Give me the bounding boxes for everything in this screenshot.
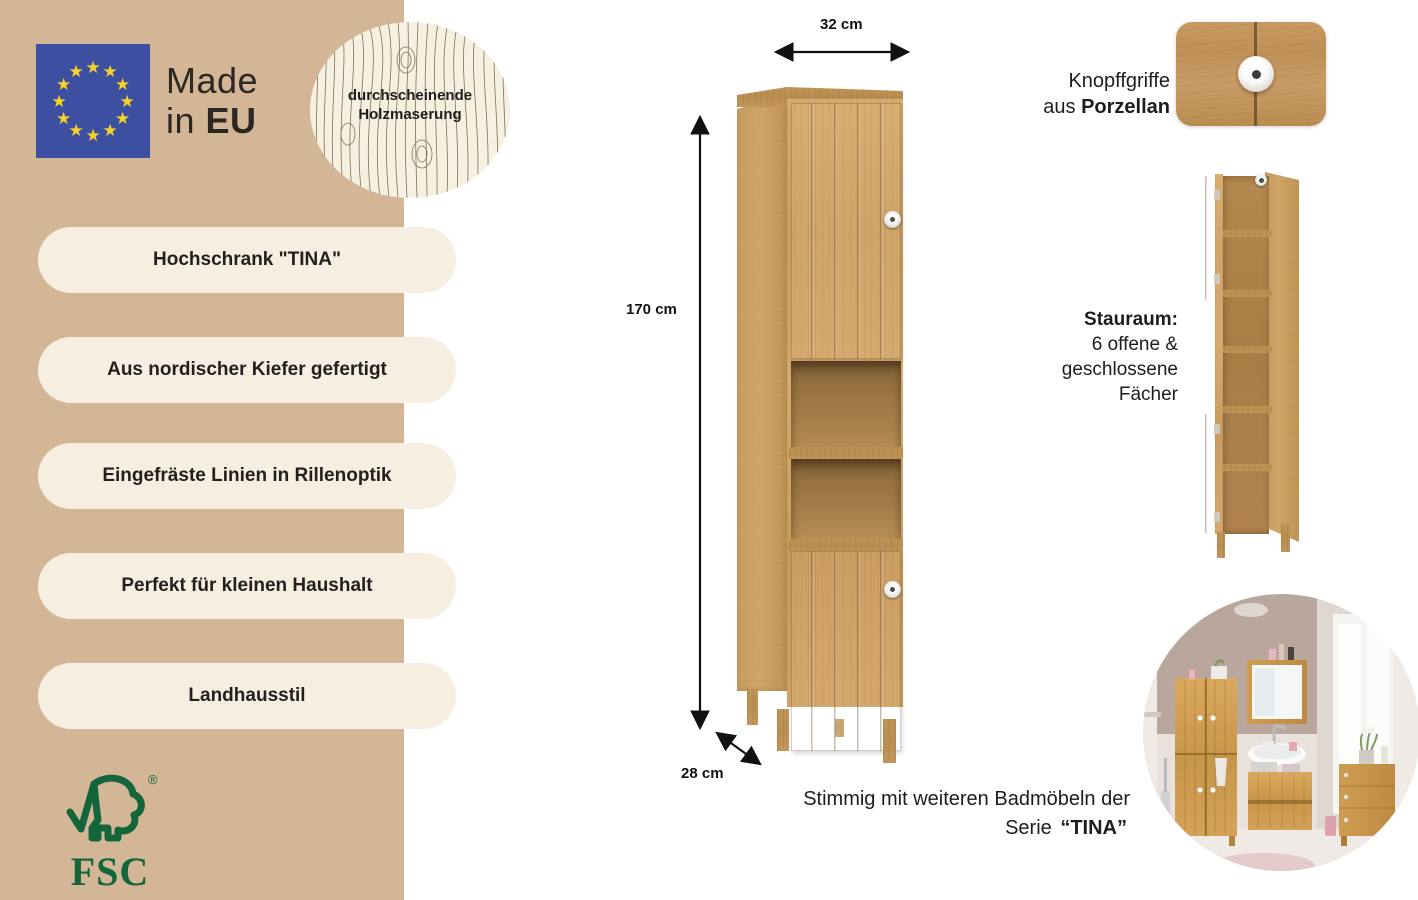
eu-star-icon: ★ [114,108,131,128]
open-cabinet-right-side [1265,172,1299,542]
made-in-eu-text: Made in EU [166,63,258,139]
cabinet-upper-door [791,103,901,359]
cabinet-lower-door [791,551,901,751]
storage-line1: 6 offene & [1091,334,1178,356]
series-caption: Stimmig mit weiteren Badmöbeln der Serie… [710,785,1130,843]
hinge-icon-2 [1214,274,1220,284]
feature-pill-kiefer: Aus nordischer Kiefer gefertigt [38,337,456,403]
eu-star-icon: ★ [102,62,118,82]
open-shelf-3 [1218,346,1272,353]
porcelain-knob-closeup-icon [1238,56,1274,92]
eu-star-icon: ★ [56,74,72,94]
dimension-height-label: 170 cm [626,301,677,318]
open-shelf-5 [1218,464,1272,471]
eu-star-icon: ★ [85,57,101,77]
hinge-icon-1 [1214,190,1220,200]
eu-star-icon: ★ [102,120,118,140]
feature-pill-hochschrank: Hochschrank "TINA" [38,227,456,293]
hinge-icon-4 [1214,512,1220,522]
cabinet-shelf-board-2 [789,539,903,551]
fsc-trademark: ® [148,772,158,787]
eu-star-icon: ★ [119,91,135,111]
open-shelf-2 [1218,290,1272,297]
cabinet-open-shelf-lower [791,459,901,545]
open-cabinet-front-edge [1215,174,1223,534]
cabinet-leg-right-front [883,719,896,763]
feature-pill-landhausstil: Landhausstil [38,663,456,729]
storage-line3: Fächer [1118,384,1178,406]
cabinet-leg-left-back [747,689,758,725]
series-caption-line1: Stimmig mit weiteren Badmöbeln der [803,788,1130,810]
eu-star-icon: ★ [56,108,72,128]
eu-star-icon: ★ [114,74,131,94]
open-cabinet-knob-icon [1255,174,1267,186]
made-in-eu-line1: Made [166,60,259,101]
open-cabinet-leg-left [1217,532,1225,558]
hinge-icon-3 [1214,424,1220,434]
wood-grain-icon [315,22,507,198]
open-cabinet-leg-right [1281,524,1290,552]
storage-heading: Stauraum: [1084,309,1178,330]
fsc-logo: ® FSC [50,768,170,894]
cabinet-side-panel [737,95,789,691]
cabinet-leg-center [835,719,844,737]
cabinet-leg-left-front [777,709,789,751]
product-photo-main [735,73,905,763]
wood-grain-label: durchscheinende Holzmaserung [347,87,473,124]
cabinet-shelf-board-1 [789,447,903,459]
storage-feature-caption: Stauraum: 6 offene & geschlossene Fächer [1010,307,1178,407]
series-name-highlight: “TINA” [1057,814,1130,843]
knob-feature-caption: Knopffgriffe aus Porzellan [1000,68,1170,120]
open-shelf-1 [1218,230,1272,237]
bathroom-scene-illustration [1143,594,1418,871]
made-in-eu-line2: in EU [166,100,257,141]
open-lower-door [1185,412,1217,536]
wood-grain-badge: durchscheinende Holzmaserung [310,22,510,198]
cabinet-open-shelf-upper [791,361,901,455]
open-shelf-4 [1218,406,1272,413]
made-in-eu-badge: ★★★★★★★★★★★★ Made in EU [36,44,258,158]
storage-line2: geschlossene [1061,359,1178,381]
eu-star-icon: ★ [68,62,84,82]
bathroom-lifestyle-photo [1143,594,1418,871]
series-caption-line2: Serie “TINA” [710,814,1130,843]
porcelain-knob-icon-lower [884,581,901,598]
eu-star-icon: ★ [85,125,101,145]
dimension-depth-label: 28 cm [681,765,724,782]
knob-caption-line2: aus Porzellan [1043,96,1170,118]
eu-flag-icon: ★★★★★★★★★★★★ [36,44,150,158]
feature-pill-haushalt: Perfekt für kleinen Haushalt [38,553,456,619]
eu-star-icon: ★ [51,91,67,111]
knob-caption-line1: Knopffgriffe [1068,70,1170,92]
eu-star-icon: ★ [68,120,84,140]
open-upper-door [1185,174,1217,302]
fsc-label: FSC [70,849,150,894]
open-cabinet-photo [1185,168,1320,558]
fsc-tree-checkmark-icon: ® [66,772,158,842]
dimension-width-label: 32 cm [820,16,863,33]
porcelain-knob-icon [884,211,901,228]
feature-pill-rillenoptik: Eingefräste Linien in Rillenoptik [38,443,456,509]
knob-detail-photo [1176,22,1326,126]
